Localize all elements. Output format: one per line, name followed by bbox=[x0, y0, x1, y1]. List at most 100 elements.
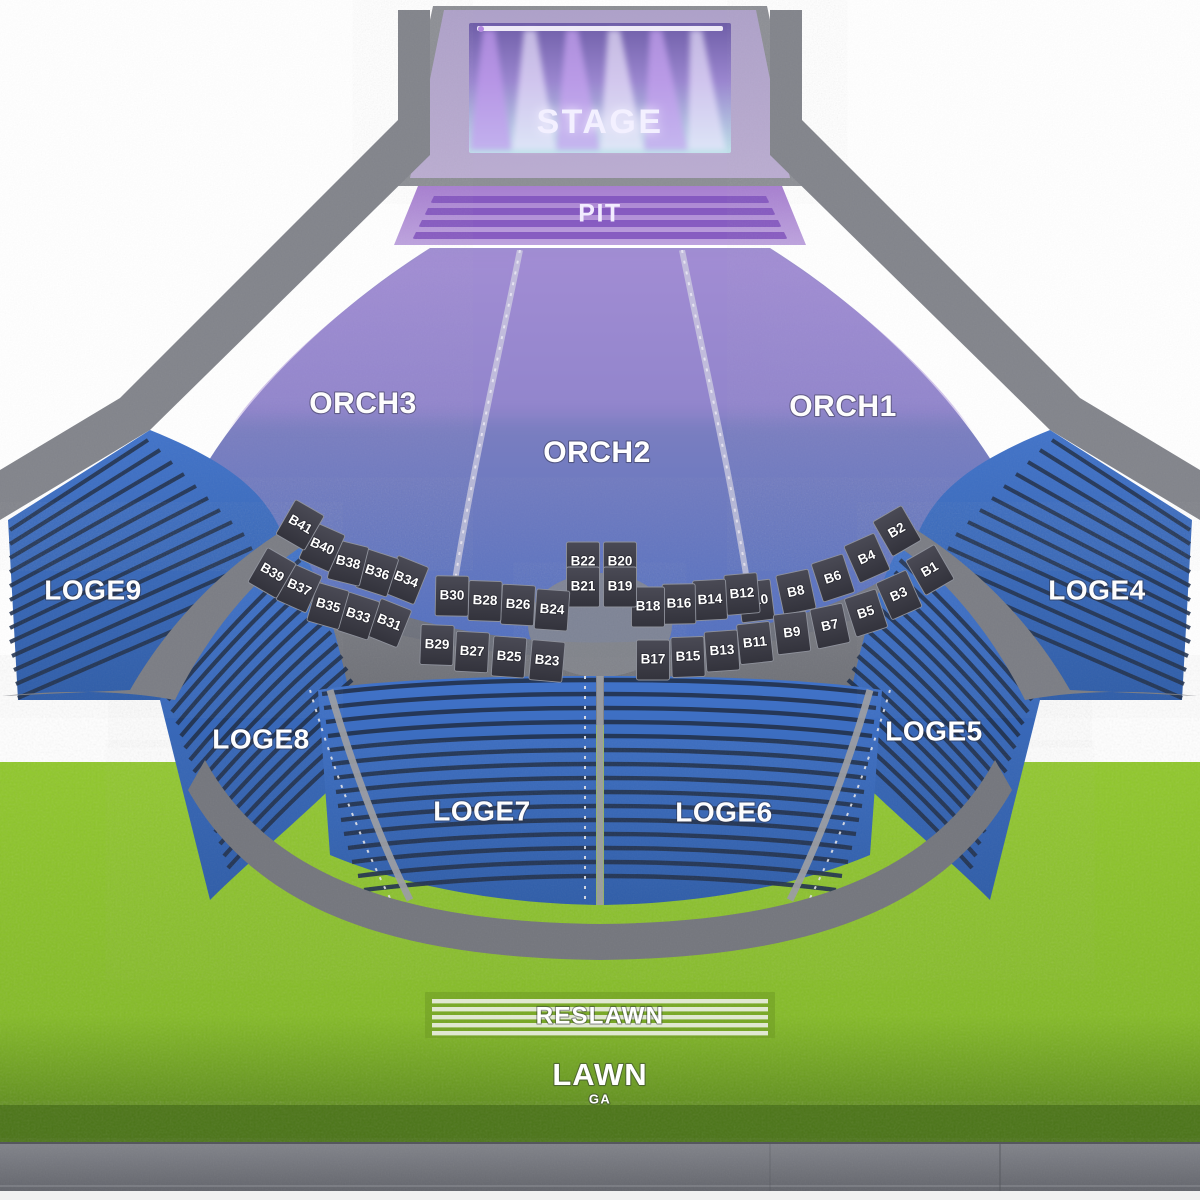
box-seat-b17[interactable]: B17 bbox=[636, 639, 670, 681]
box-seat-label: B27 bbox=[459, 643, 485, 659]
box-seat-b11[interactable]: B11 bbox=[736, 621, 774, 665]
box-seat-label: B17 bbox=[641, 652, 666, 667]
box-seat-rect[interactable] bbox=[419, 624, 455, 666]
section-label-loge9[interactable]: LOGE9 bbox=[43, 573, 142, 606]
section-label-orch3[interactable]: ORCH3 bbox=[308, 386, 417, 421]
box-seat-b24[interactable]: B24 bbox=[533, 588, 571, 632]
box-seat-label: B38 bbox=[334, 552, 362, 573]
box-seat-rect[interactable] bbox=[872, 505, 922, 557]
box-seat-b9[interactable]: B9 bbox=[772, 610, 812, 656]
pit-section[interactable]: PIT bbox=[394, 186, 806, 245]
box-seat-label: B25 bbox=[496, 648, 522, 665]
box-seat-rect[interactable] bbox=[772, 610, 812, 656]
box-seat-b5[interactable]: B5 bbox=[844, 588, 888, 638]
box-seat-rect[interactable] bbox=[533, 588, 571, 632]
box-seat-label: B29 bbox=[424, 636, 449, 652]
box-seat-b30[interactable]: B30 bbox=[434, 575, 470, 617]
box-seat-rect[interactable] bbox=[434, 575, 470, 617]
box-seat-rect[interactable] bbox=[636, 639, 670, 681]
box-seat-label: B14 bbox=[697, 591, 723, 607]
box-seat-b16[interactable]: B16 bbox=[661, 583, 697, 625]
box-seat-b14[interactable]: B14 bbox=[692, 578, 728, 622]
box-seat-label: B11 bbox=[742, 633, 768, 650]
box-seat-label: B28 bbox=[472, 592, 498, 608]
section-label-loge6[interactable]: LOGE6 bbox=[674, 795, 773, 828]
box-seat-rect[interactable] bbox=[703, 629, 741, 673]
box-seat-b31[interactable]: B31 bbox=[366, 598, 412, 648]
box-seat-label: B21 bbox=[571, 579, 596, 594]
box-seat-label: B13 bbox=[709, 642, 735, 659]
box-seat-b13[interactable]: B13 bbox=[703, 629, 741, 673]
box-seat-b12[interactable]: B12 bbox=[723, 572, 761, 616]
box-seat-b6[interactable]: B6 bbox=[811, 553, 855, 603]
box-seat-b18[interactable]: B18 bbox=[631, 586, 665, 628]
box-seat-label: B30 bbox=[440, 587, 465, 602]
box-seat-b19[interactable]: B19 bbox=[603, 566, 637, 608]
box-seat-label: B22 bbox=[571, 554, 596, 569]
box-seat-rect[interactable] bbox=[454, 630, 490, 674]
box-seat-b3[interactable]: B3 bbox=[875, 570, 923, 620]
box-seat-b21[interactable]: B21 bbox=[566, 566, 600, 608]
box-seat-label: B24 bbox=[539, 601, 565, 618]
box-seat-b33[interactable]: B33 bbox=[336, 591, 380, 641]
section-label-loge7[interactable]: LOGE7 bbox=[432, 794, 531, 827]
reslawn-section[interactable]: RESLAWN bbox=[425, 992, 775, 1038]
lawn-label: LAWN bbox=[552, 1057, 647, 1092]
box-seat-rect[interactable] bbox=[306, 582, 350, 630]
box-seat-b4[interactable]: B4 bbox=[843, 533, 891, 583]
box-seat-b39[interactable]: B39 bbox=[247, 547, 297, 599]
box-seat-rect[interactable] bbox=[490, 635, 528, 679]
box-seat-b8[interactable]: B8 bbox=[775, 568, 817, 616]
box-seat-b23[interactable]: B23 bbox=[528, 639, 566, 683]
box-seat-label: B20 bbox=[608, 554, 633, 569]
box-seat-label: B8 bbox=[786, 582, 806, 600]
box-seat-b28[interactable]: B28 bbox=[467, 580, 503, 622]
reslawn-label: RESLAWN bbox=[536, 1002, 664, 1029]
box-seat-label: B6 bbox=[822, 567, 844, 587]
box-seat-b25[interactable]: B25 bbox=[490, 635, 528, 679]
section-label-loge5[interactable]: LOGE5 bbox=[884, 714, 983, 747]
box-seat-b27[interactable]: B27 bbox=[454, 630, 490, 674]
box-seat-rect[interactable] bbox=[843, 533, 891, 583]
box-seat-b29[interactable]: B29 bbox=[419, 624, 455, 666]
box-seat-rect[interactable] bbox=[905, 544, 955, 596]
box-seat-rect[interactable] bbox=[528, 639, 566, 683]
box-seat-label: B19 bbox=[608, 579, 633, 594]
box-seat-rect[interactable] bbox=[875, 570, 923, 620]
box-seat-label: B18 bbox=[636, 599, 661, 614]
box-seat-rect[interactable] bbox=[811, 553, 855, 603]
stage-section[interactable]: STAGE bbox=[394, 6, 806, 186]
box-seat-rect[interactable] bbox=[670, 636, 706, 678]
box-seat-b35[interactable]: B35 bbox=[306, 582, 350, 630]
box-seat-b36[interactable]: B36 bbox=[355, 548, 399, 598]
box-seat-rect[interactable] bbox=[247, 547, 297, 599]
box-seat-rect[interactable] bbox=[275, 499, 325, 551]
section-label-orch2[interactable]: ORCH2 bbox=[542, 435, 651, 470]
box-seat-rect[interactable] bbox=[603, 566, 637, 608]
box-seat-b15[interactable]: B15 bbox=[670, 636, 706, 678]
box-seat-label: B26 bbox=[505, 596, 531, 612]
section-loge7[interactable]: LOGE7 bbox=[318, 676, 597, 905]
box-seat-b41[interactable]: B41 bbox=[275, 499, 325, 551]
box-seat-b26[interactable]: B26 bbox=[500, 583, 536, 627]
box-seat-label: B16 bbox=[666, 595, 692, 610]
section-label-loge4[interactable]: LOGE4 bbox=[1047, 573, 1146, 606]
box-seat-rect[interactable] bbox=[809, 602, 851, 650]
box-seat-label: B9 bbox=[782, 624, 801, 641]
pit-label: PIT bbox=[578, 200, 621, 228]
box-seat-rect[interactable] bbox=[566, 566, 600, 608]
box-seat-rect[interactable] bbox=[736, 621, 774, 665]
box-seat-b7[interactable]: B7 bbox=[809, 602, 851, 650]
box-seat-label: B7 bbox=[820, 616, 840, 634]
box-seat-b2[interactable]: B2 bbox=[872, 505, 922, 557]
box-seat-rect[interactable] bbox=[844, 588, 888, 638]
section-label-loge8[interactable]: LOGE8 bbox=[211, 722, 310, 755]
box-seat-group[interactable]: B2B4B6B8B10B1B3B5B7B9B12B14B16B18B11B13B… bbox=[247, 499, 955, 683]
box-seat-label: B12 bbox=[729, 585, 755, 602]
box-seat-label: B15 bbox=[675, 648, 701, 664]
box-seat-b1[interactable]: B1 bbox=[905, 544, 955, 596]
section-label-orch1[interactable]: ORCH1 bbox=[788, 389, 897, 424]
lawn-ga-label: GA bbox=[589, 1091, 611, 1106]
